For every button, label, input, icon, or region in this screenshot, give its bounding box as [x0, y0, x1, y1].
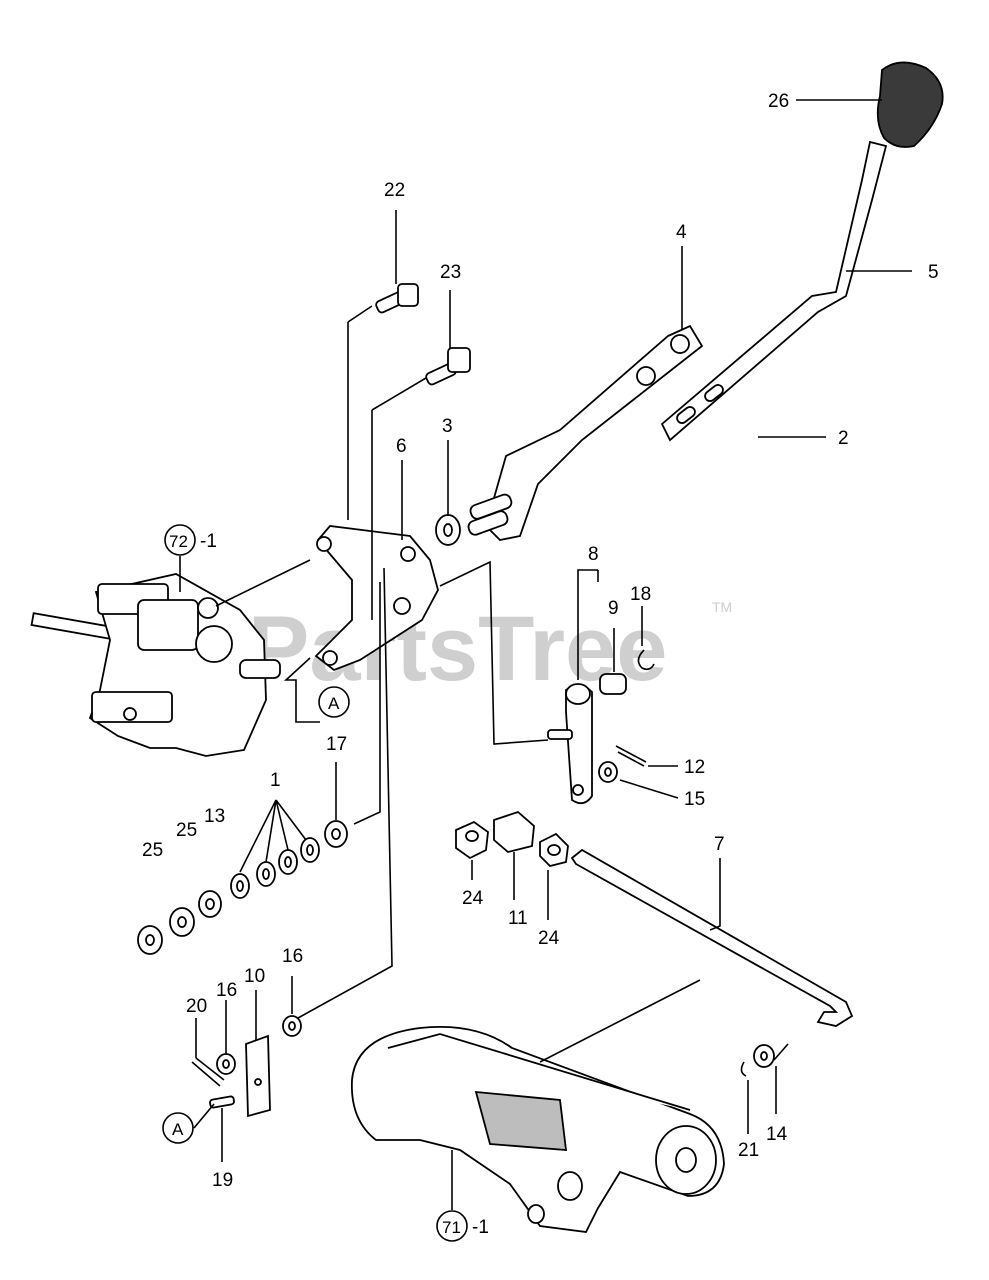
valve-assembly-part-72 — [30, 573, 281, 757]
ref-a-lower-text: A — [172, 1120, 184, 1139]
ref-71-1: 71 -1 — [436, 1210, 489, 1242]
label-15: 15 — [684, 789, 705, 810]
label-16a: 16 — [282, 946, 303, 967]
clip-part-21 — [740, 1061, 747, 1077]
ref-72-1: 72 -1 — [164, 524, 217, 556]
washer-part-13 — [198, 890, 222, 918]
watermark-tm: TM — [712, 599, 732, 615]
pin-part-20 — [191, 1057, 225, 1087]
ref-72-suffix: -1 — [200, 531, 217, 552]
label-4: 4 — [676, 222, 687, 243]
label-9: 9 — [608, 598, 619, 619]
label-14: 14 — [766, 1124, 788, 1145]
label-23: 23 — [440, 262, 461, 283]
label-10: 10 — [244, 966, 265, 987]
label-22: 22 — [384, 180, 405, 201]
washer-part-14 — [753, 1044, 775, 1068]
label-24b: 24 — [538, 928, 560, 949]
nut-part-25b — [137, 925, 163, 955]
bushing-part-9 — [599, 673, 627, 695]
pin-part-19 — [209, 1095, 235, 1109]
label-25a: 25 — [142, 840, 163, 861]
nut-part-25a — [169, 907, 195, 937]
block-part-11 — [493, 810, 535, 853]
nut-part-24b — [539, 832, 569, 867]
ref-71-number: 71 — [442, 1218, 461, 1237]
leader-lines — [179, 99, 912, 1210]
label-17: 17 — [326, 734, 347, 755]
label-24a: 24 — [462, 888, 484, 909]
label-16b: 16 — [216, 980, 237, 1001]
ref-72-number: 72 — [169, 532, 188, 551]
bolt-part-23 — [425, 347, 471, 386]
label-7: 7 — [714, 834, 725, 855]
ref-a-upper: A — [318, 686, 350, 718]
label-3: 3 — [442, 416, 453, 437]
part-labels: 26 5 2 4 22 23 3 6 8 9 18 12 15 1 17 13 … — [142, 91, 939, 1191]
label-1: 1 — [270, 770, 281, 791]
label-26: 26 — [768, 91, 789, 112]
label-12: 12 — [684, 757, 705, 778]
label-13: 13 — [204, 806, 225, 827]
label-21: 21 — [738, 1140, 759, 1161]
label-11: 11 — [508, 908, 528, 929]
link-part-8 — [547, 683, 593, 805]
lever-bracket-part-4 — [467, 324, 704, 541]
label-20: 20 — [186, 996, 207, 1017]
washer-part-17 — [324, 820, 348, 848]
label-25b: 25 — [176, 820, 197, 841]
label-6: 6 — [396, 436, 407, 457]
ref-a-upper-text: A — [328, 694, 340, 713]
lever-arm-part-5 — [660, 140, 888, 442]
watermark: PartsTree — [248, 598, 667, 700]
washer-part-3 — [435, 514, 461, 546]
housing-part-71 — [351, 1025, 725, 1233]
washers-part-1 — [230, 837, 320, 899]
bolt-part-22 — [375, 283, 419, 314]
washer-part-16b — [216, 1053, 236, 1075]
label-5: 5 — [928, 262, 939, 283]
clip-part-18 — [637, 649, 655, 671]
knob-part-26 — [876, 61, 944, 148]
label-8: 8 — [588, 544, 599, 565]
pin-part-12 — [615, 745, 647, 767]
rod-part-7 — [570, 848, 854, 1027]
label-18: 18 — [630, 584, 651, 605]
label-2: 2 — [838, 428, 849, 449]
ref-a-lower: A — [162, 1112, 194, 1144]
washer-part-15 — [598, 761, 618, 783]
washer-part-16a — [282, 1015, 302, 1037]
plate-part-10 — [245, 1034, 271, 1118]
nut-part-24a — [455, 820, 489, 860]
ref-71-suffix: -1 — [472, 1217, 489, 1238]
label-19: 19 — [212, 1170, 233, 1191]
plate-part-6 — [314, 525, 439, 672]
